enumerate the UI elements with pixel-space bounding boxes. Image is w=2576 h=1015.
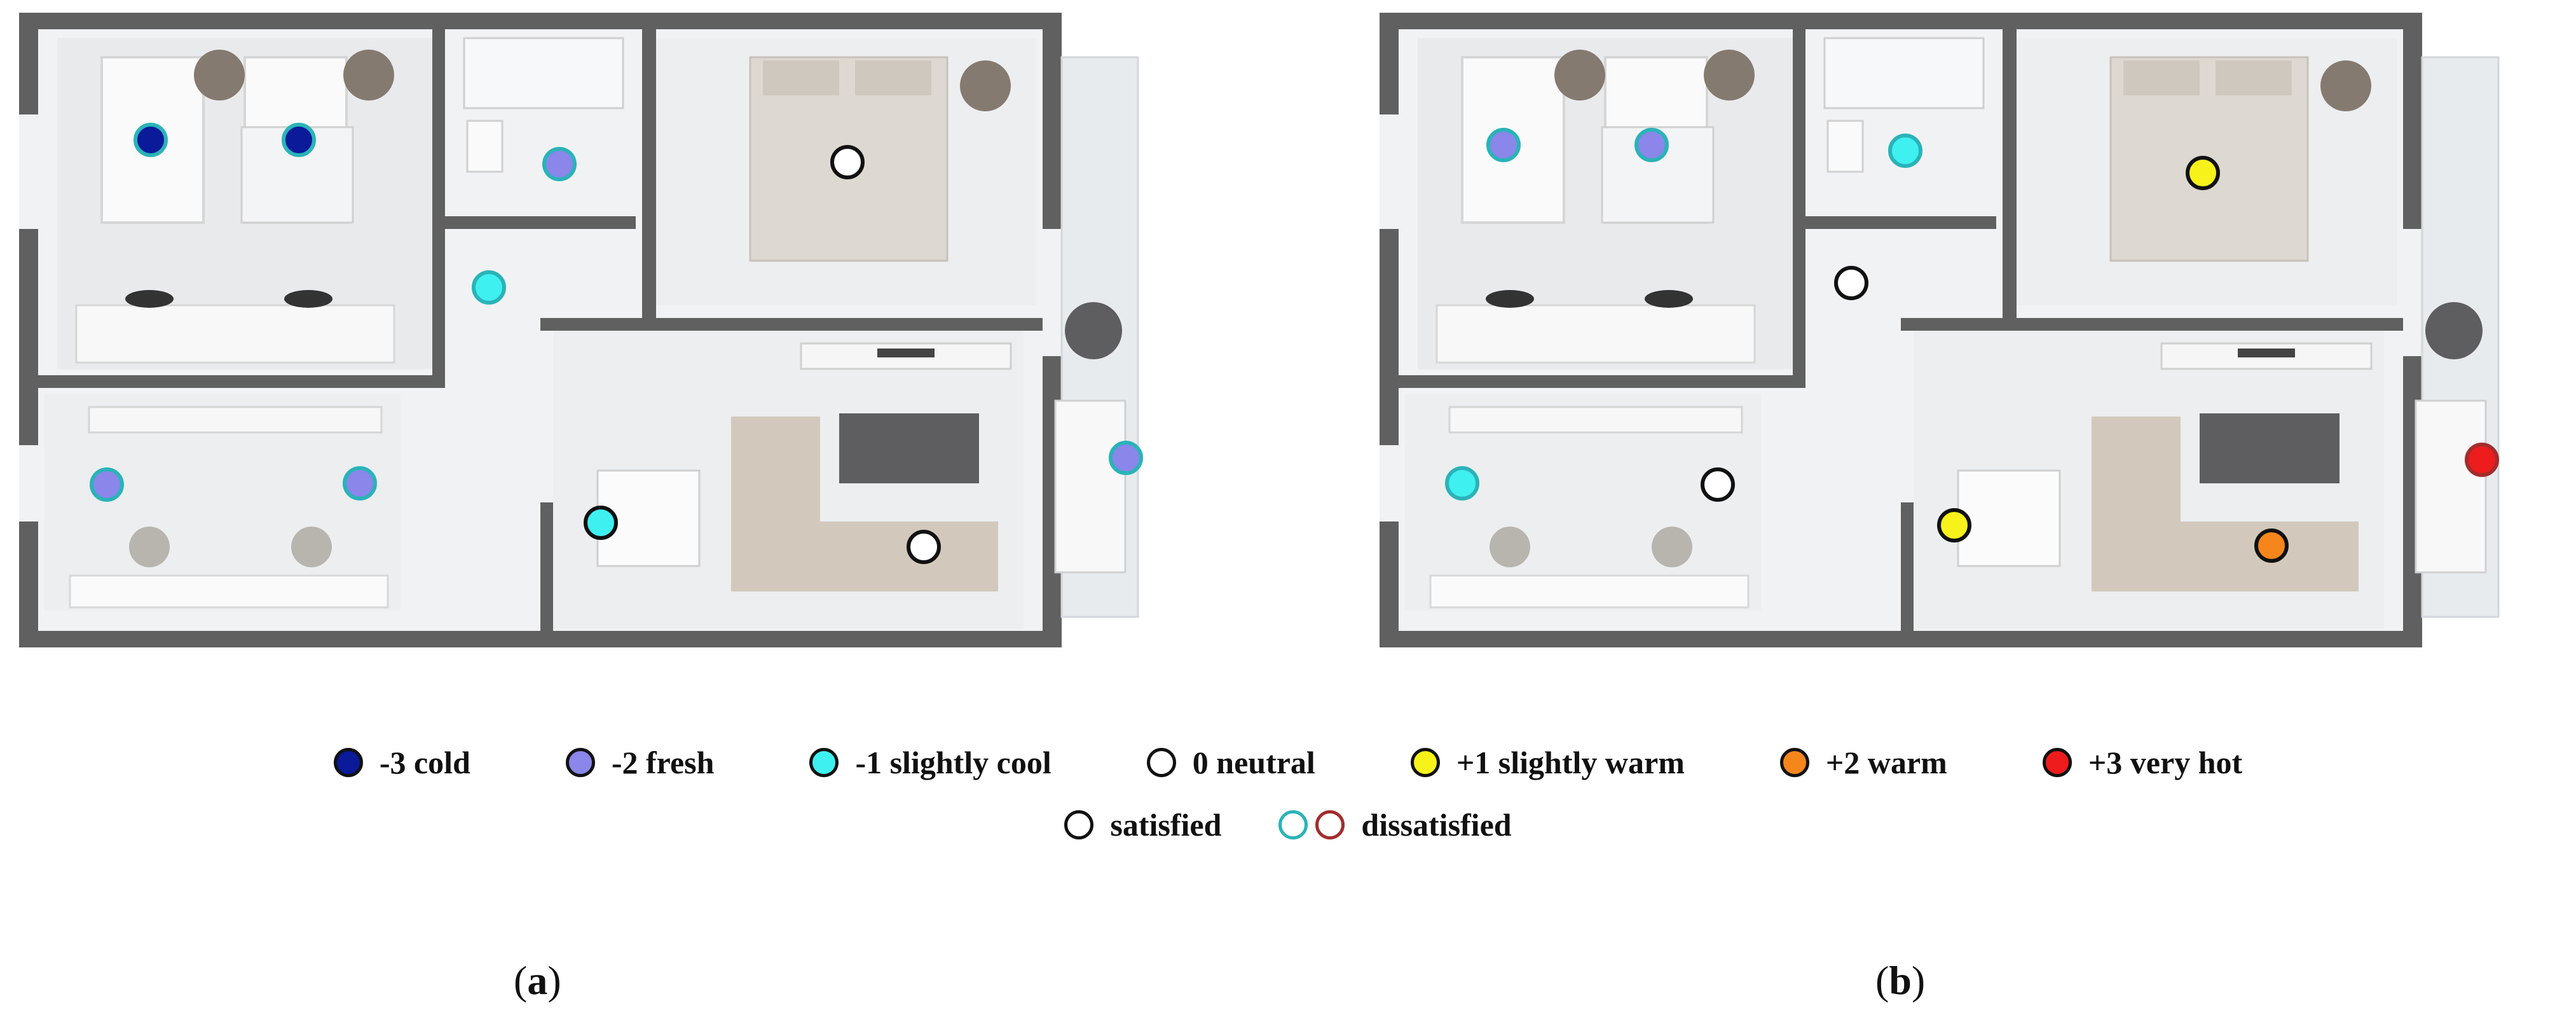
legend-label-warm: +2 warm	[1825, 745, 1947, 780]
legend-label-very-hot: +3 very hot	[2088, 745, 2243, 780]
legend-item-very-hot: +3 very hot	[2042, 744, 2243, 781]
legend-ring-dissatisfied-cool	[1278, 810, 1308, 839]
panel-b-close-paren: )	[1911, 958, 1926, 1003]
legend-swatch-cold	[333, 748, 363, 777]
legend-swatch-fresh	[565, 748, 595, 777]
floor-plan-b	[1378, 11, 2500, 649]
legend-label-fresh: -2 fresh	[611, 745, 715, 780]
marker-b-balcony	[2465, 443, 2499, 477]
legend-swatch-slightly-warm	[1410, 748, 1440, 777]
legend-item-fresh: -2 fresh	[565, 744, 715, 781]
legend-item-slightly-warm: +1 slightly warm	[1410, 744, 1685, 781]
marker-a-balcony	[1109, 441, 1143, 475]
legend-swatch-slightly-cool	[809, 748, 839, 777]
marker-b-dining	[1937, 508, 1971, 542]
marker-a-bedroom-right	[282, 123, 316, 157]
panel-label-b: (b)	[1875, 957, 1925, 1004]
marker-b-bedroom-left	[1486, 128, 1521, 162]
marker-b-bedroom-right	[1634, 128, 1669, 162]
legend-label-satisfied: satisfied	[1110, 807, 1222, 843]
legend-swatch-very-hot	[2042, 748, 2072, 777]
legend-item-cold: -3 cold	[333, 744, 470, 781]
legend-swatch-neutral	[1146, 748, 1176, 777]
marker-a-master-bedroom	[830, 145, 865, 179]
marker-a-dining	[584, 506, 618, 540]
legend-label-slightly-cool: -1 slightly cool	[855, 745, 1052, 780]
marker-a-bedroom-left	[134, 123, 168, 157]
satisfaction-legend: satisfied dissatisfied	[0, 806, 2576, 843]
legend-ring-dissatisfied-warm	[1315, 810, 1345, 839]
marker-b-master-bedroom	[2186, 156, 2220, 190]
panel-label-a: (a)	[514, 957, 561, 1004]
legend-ring-satisfied	[1064, 810, 1094, 839]
marker-b-hall	[1834, 266, 1868, 300]
panel-a-close-paren: )	[547, 958, 561, 1003]
legend-item-slightly-cool: -1 slightly cool	[809, 744, 1052, 781]
legend-item-satisfied: satisfied	[1064, 806, 1221, 843]
thermal-scale-legend: -3 cold -2 fresh -1 slightly cool 0 neut…	[0, 744, 2576, 781]
panel-b-open-paren: (	[1875, 958, 1889, 1003]
legend-label-neutral: 0 neutral	[1192, 745, 1315, 780]
panel-a-open-paren: (	[514, 958, 528, 1003]
floor-plan-a	[18, 11, 1139, 649]
marker-b-study-left	[1445, 466, 1479, 501]
legend-item-neutral: 0 neutral	[1146, 744, 1315, 781]
marker-a-study-right	[343, 466, 377, 501]
marker-a-bathroom	[542, 147, 577, 181]
legend-item-dissatisfied: dissatisfied	[1278, 806, 1512, 843]
legend-label-dissatisfied: dissatisfied	[1361, 807, 1512, 843]
legend-label-slightly-warm: +1 slightly warm	[1456, 745, 1685, 780]
marker-a-hall	[472, 270, 506, 305]
marker-b-bathroom	[1888, 134, 1922, 168]
legend-swatch-warm	[1779, 748, 1809, 777]
marker-a-sofa	[907, 530, 941, 564]
marker-b-sofa	[2254, 528, 2289, 563]
panel-a-letter: a	[527, 958, 548, 1003]
panel-b-letter: b	[1889, 958, 1912, 1003]
marker-a-study-left	[90, 467, 124, 502]
legend-label-cold: -3 cold	[379, 745, 470, 780]
marker-b-study-right	[1701, 467, 1735, 502]
legend-item-warm: +2 warm	[1779, 744, 1947, 781]
